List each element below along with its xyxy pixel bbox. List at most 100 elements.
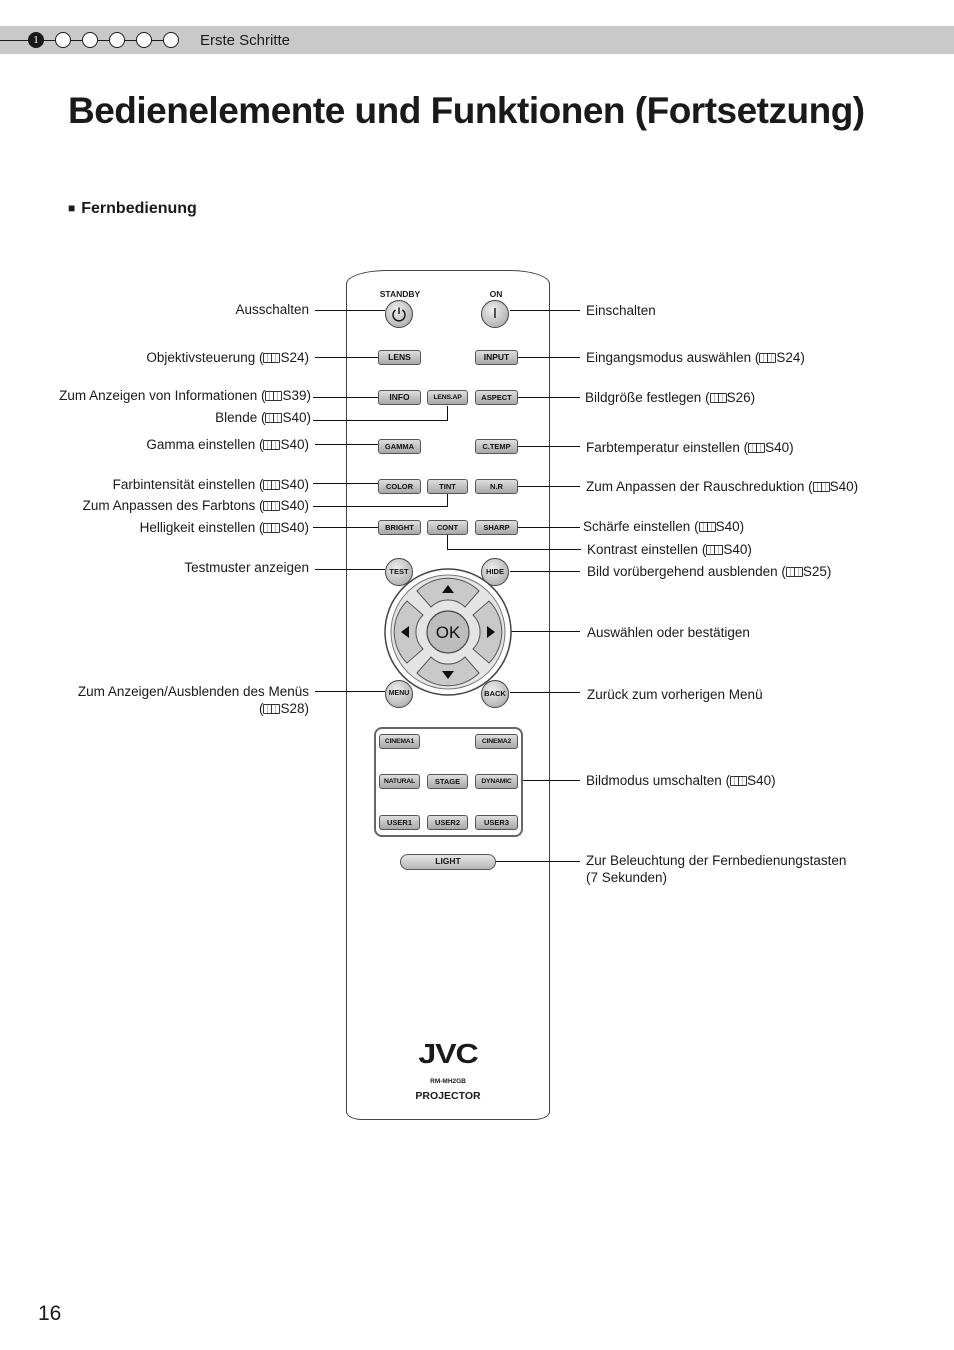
callout-line bbox=[495, 861, 580, 862]
page-number: 16 bbox=[38, 1302, 62, 1325]
page-title: Bedienelemente und Funktionen (Fortsetzu… bbox=[68, 90, 865, 131]
lens-ap-button[interactable]: LENS.AP bbox=[427, 390, 468, 405]
callout-line bbox=[313, 506, 448, 507]
product-label: PROJECTOR bbox=[415, 1090, 481, 1102]
cont-button[interactable]: CONT bbox=[427, 520, 468, 535]
chapter-dot bbox=[55, 32, 71, 48]
down-button[interactable] bbox=[416, 656, 480, 687]
label-einschalten: Einschalten bbox=[586, 303, 656, 318]
subsection-bullet: ■ bbox=[68, 201, 76, 215]
callout-line bbox=[517, 527, 580, 528]
user3-button[interactable]: USER3 bbox=[475, 815, 518, 830]
callout-line bbox=[517, 397, 580, 398]
input-button[interactable]: INPUT bbox=[475, 350, 518, 365]
label-bildmodus: Bildmodus umschalten (S40) bbox=[586, 773, 776, 788]
stage-button[interactable]: STAGE bbox=[427, 774, 468, 789]
label-helligkeit: Helligkeit einstellen (S40) bbox=[139, 520, 309, 535]
book-icon bbox=[785, 567, 803, 577]
book-icon bbox=[698, 522, 716, 532]
callout-line bbox=[517, 357, 580, 358]
book-icon bbox=[263, 704, 281, 714]
label-informationen: Zum Anzeigen von Informationen (S39) bbox=[59, 388, 311, 403]
label-farbton: Zum Anpassen des Farbtons (S40) bbox=[82, 498, 309, 513]
arrow-right-icon bbox=[487, 626, 495, 638]
natural-button[interactable]: NATURAL bbox=[379, 774, 420, 789]
callout-line bbox=[508, 631, 580, 632]
brand-logo: JVC bbox=[418, 1038, 478, 1069]
header-line bbox=[0, 40, 28, 41]
label-blende: Blende (S40) bbox=[215, 410, 311, 425]
callout-line bbox=[517, 446, 580, 447]
ok-label: OK bbox=[436, 623, 461, 642]
book-icon bbox=[263, 353, 281, 363]
book-icon bbox=[263, 501, 281, 511]
back-button[interactable]: BACK bbox=[481, 680, 509, 708]
left-button[interactable] bbox=[393, 600, 424, 664]
chapter-dot bbox=[136, 32, 152, 48]
chapter-dot bbox=[109, 32, 125, 48]
test-button[interactable]: TEST bbox=[385, 558, 413, 586]
model-number: RM-MH2GB bbox=[430, 1078, 466, 1085]
light-button[interactable]: LIGHT bbox=[400, 854, 496, 870]
menu-button[interactable]: MENU bbox=[385, 680, 413, 708]
callout-line bbox=[315, 310, 385, 311]
n-r-button[interactable]: N.R bbox=[475, 479, 518, 494]
lens-button[interactable]: LENS bbox=[378, 350, 421, 365]
book-icon bbox=[263, 523, 281, 533]
chapter-dot-active: 1 bbox=[28, 32, 44, 48]
callout-line bbox=[510, 571, 580, 572]
chapter-indicator: 1 bbox=[28, 31, 179, 49]
label-auswaehlen: Auswählen oder bestätigen bbox=[587, 625, 750, 640]
callout-line bbox=[315, 569, 385, 570]
standby-button[interactable] bbox=[385, 300, 413, 328]
dynamic-button[interactable]: DYNAMIC bbox=[475, 774, 518, 789]
callout-line bbox=[313, 527, 378, 528]
callout-line bbox=[315, 444, 378, 445]
book-icon bbox=[263, 480, 281, 490]
callout-line bbox=[313, 420, 448, 421]
on-button[interactable]: I bbox=[481, 300, 509, 328]
label-farbintensitaet: Farbintensität einstellen (S40) bbox=[112, 477, 309, 492]
navigation-pad: OK bbox=[384, 568, 512, 696]
ok-button[interactable] bbox=[426, 610, 470, 654]
label-objektivsteuerung: Objektivsteuerung (S24) bbox=[146, 350, 309, 365]
user1-button[interactable]: USER1 bbox=[379, 815, 420, 830]
callout-line bbox=[447, 549, 581, 550]
power-icon bbox=[392, 307, 406, 322]
book-icon bbox=[730, 776, 748, 786]
aspect-button[interactable]: ASPECT bbox=[475, 390, 518, 405]
book-icon bbox=[265, 413, 283, 423]
chapter-dot bbox=[163, 32, 179, 48]
user2-button[interactable]: USER2 bbox=[427, 815, 468, 830]
cinema1-button[interactable]: CINEMA1 bbox=[379, 734, 420, 749]
bright-button[interactable]: BRIGHT bbox=[378, 520, 421, 535]
on-label: ON bbox=[489, 289, 503, 299]
color-button[interactable]: COLOR bbox=[378, 479, 421, 494]
sharp-button[interactable]: SHARP bbox=[475, 520, 518, 535]
right-button[interactable] bbox=[472, 600, 503, 664]
info-button[interactable]: INFO bbox=[378, 390, 421, 405]
callout-line bbox=[510, 310, 580, 311]
book-icon bbox=[759, 353, 777, 363]
standby-label: STANDBY bbox=[379, 289, 421, 299]
arrow-left-icon bbox=[401, 626, 409, 638]
cinema2-button[interactable]: CINEMA2 bbox=[475, 734, 518, 749]
book-icon bbox=[706, 545, 724, 555]
label-schaerfe: Schärfe einstellen (S40) bbox=[583, 519, 745, 534]
book-icon bbox=[263, 440, 281, 450]
up-button[interactable] bbox=[416, 577, 480, 608]
section-label: Erste Schritte bbox=[200, 32, 291, 49]
callout-line bbox=[510, 692, 580, 693]
subsection-heading: ■Fernbedienung bbox=[68, 200, 197, 218]
tint-button[interactable]: TINT bbox=[427, 479, 468, 494]
label-menu: Zum Anzeigen/Ausblenden des Menüs (S28) bbox=[77, 684, 309, 716]
c-temp-button[interactable]: C.TEMP bbox=[475, 439, 518, 454]
callout-line bbox=[447, 494, 448, 507]
callout-line bbox=[313, 397, 379, 398]
gamma-button[interactable]: GAMMA bbox=[378, 439, 421, 454]
callout-line bbox=[447, 535, 448, 550]
label-zurueck: Zurück zum vorherigen Menü bbox=[587, 687, 763, 702]
callout-line bbox=[315, 357, 378, 358]
label-eingangsmodus: Eingangsmodus auswählen (S24) bbox=[586, 350, 805, 365]
label-ausblenden: Bild vorübergehend ausblenden (S25) bbox=[587, 564, 832, 579]
